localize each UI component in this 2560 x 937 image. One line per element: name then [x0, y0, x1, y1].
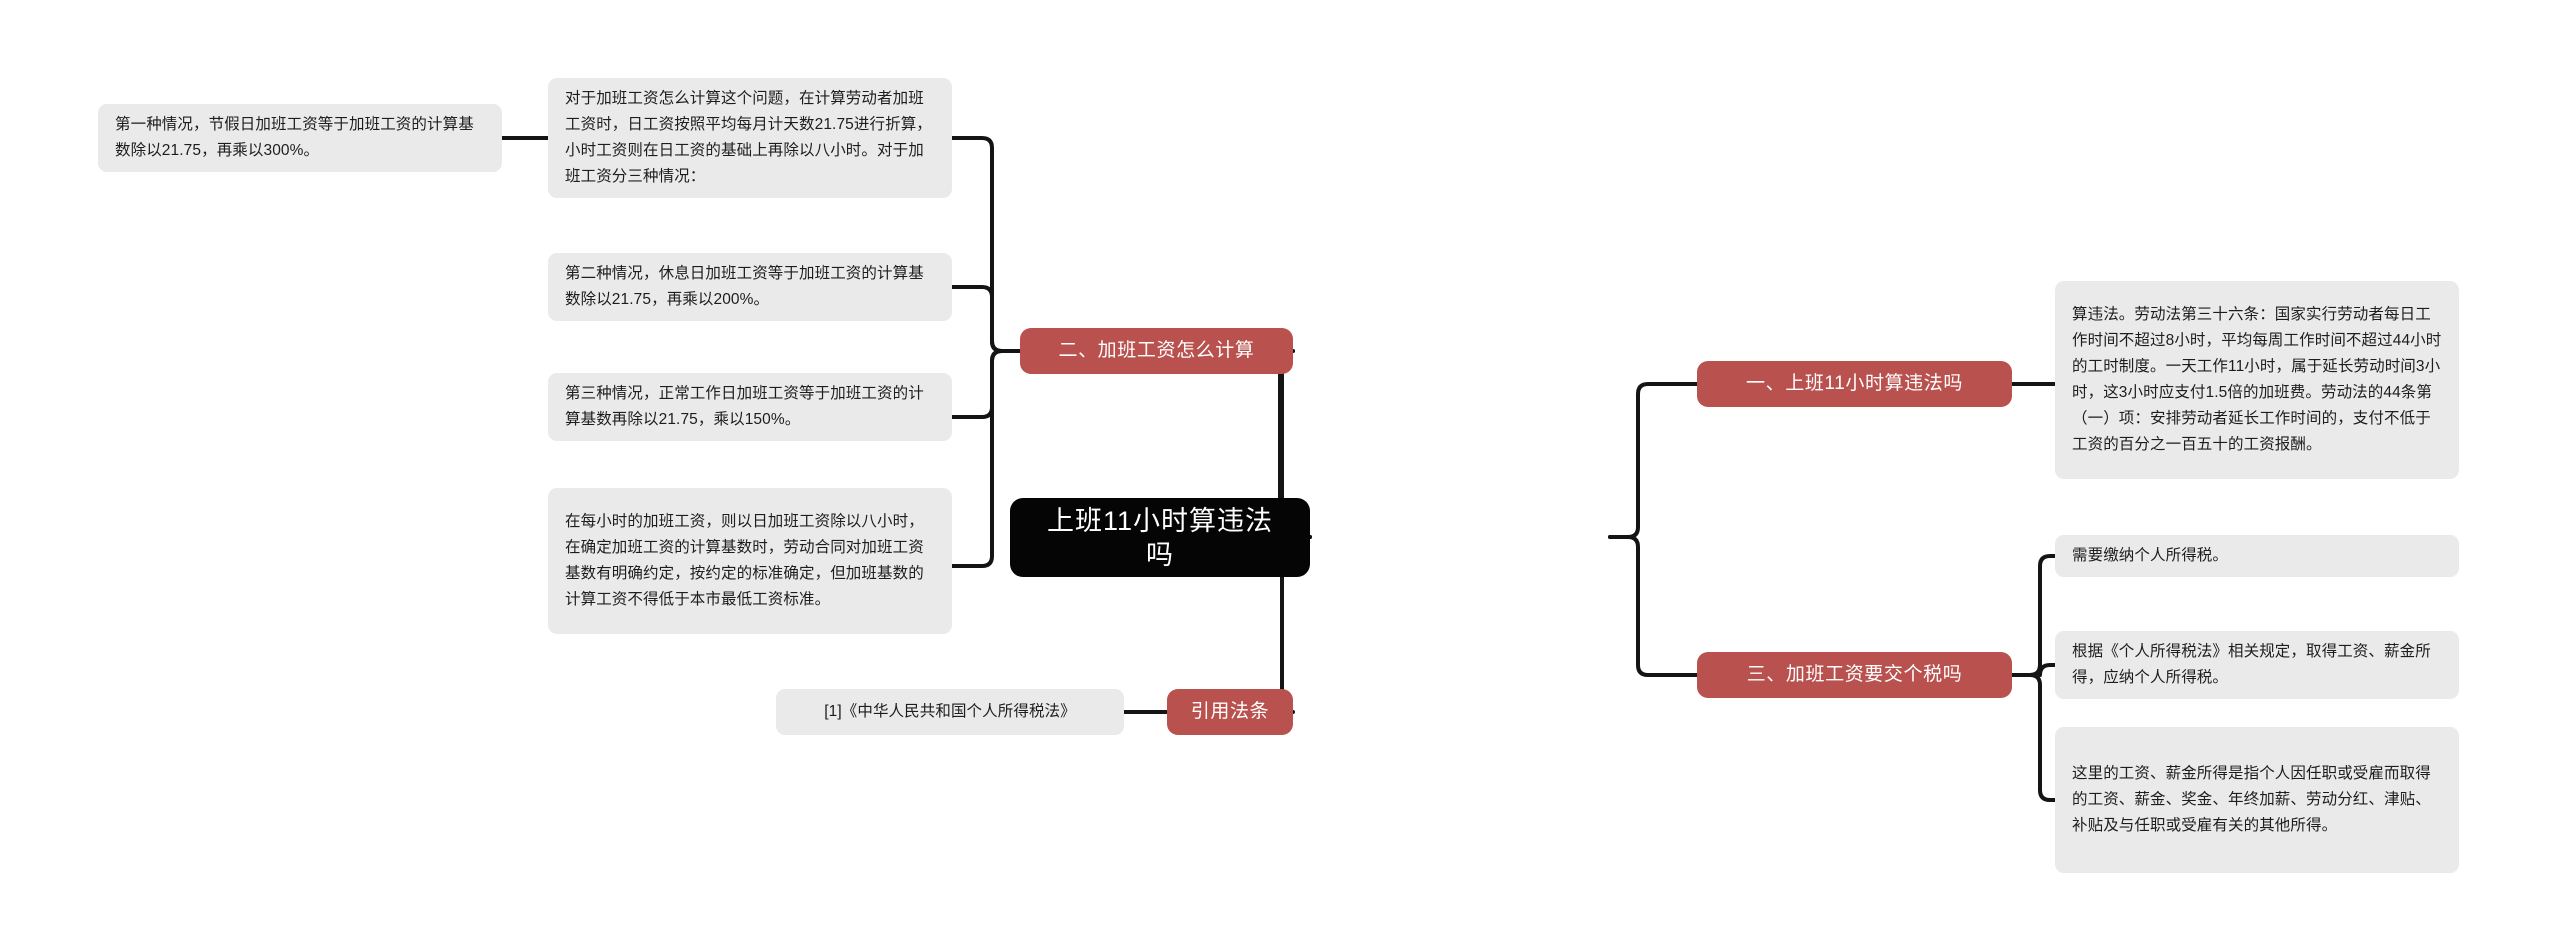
- leaf-case-three-text: 第三种情况，正常工作日加班工资等于加班工资的计算基数再除以21.75，乘以150…: [565, 385, 924, 428]
- leaf-case-one[interactable]: 第一种情况，节假日加班工资等于加班工资的计算基数除以21.75，再乘以300%。: [98, 104, 502, 172]
- link-root-to-overtime-tax: [1608, 535, 1699, 677]
- leaf-case-two[interactable]: 第二种情况，休息日加班工资等于加班工资的计算基数除以21.75，再乘以200%。: [548, 253, 952, 321]
- link-tax-to-required: [2010, 554, 2057, 677]
- leaf-hourly-base[interactable]: 在每小时的加班工资，则以日加班工资除以八小时，在确定加班工资的计算基数时，劳动合…: [548, 488, 952, 634]
- topic-citations-label: 引用法条: [1190, 701, 1270, 722]
- link-tax-to-law: [2010, 663, 2057, 677]
- leaf-citation-1[interactable]: [1]《中华人民共和国个人所得税法》: [776, 689, 1124, 735]
- topic-overtime-tax-label: 三、加班工资要交个税吗: [1746, 664, 1963, 685]
- link-tax-to-scope: [2010, 673, 2057, 802]
- leaf-hourly-base-text: 在每小时的加班工资，则以日加班工资除以八小时，在确定加班工资的计算基数时，劳动合…: [565, 513, 924, 608]
- root-node[interactable]: 上班11小时算违法吗: [1010, 498, 1310, 577]
- link-calc-to-intro: [950, 136, 1022, 353]
- leaf-calc-intro-text: 对于加班工资怎么计算这个问题，在计算劳动者加班工资时，日工资按照平均每月计天数2…: [565, 90, 932, 185]
- leaf-tax-scope-text: 这里的工资、薪金所得是指个人因任职或受雇而取得的工资、薪金、奖金、年终加薪、劳动…: [2072, 765, 2431, 834]
- leaf-tax-required-text: 需要缴纳个人所得税。: [2072, 547, 2229, 564]
- leaf-tax-law-text: 根据《个人所得税法》相关规定，取得工资、薪金所得，应纳个人所得税。: [2072, 643, 2431, 686]
- leaf-calc-intro[interactable]: 对于加班工资怎么计算这个问题，在计算劳动者加班工资时，日工资按照平均每月计天数2…: [548, 78, 952, 198]
- link-calc-to-case3: [950, 349, 1022, 419]
- topic-overtime-wage-calc-label: 二、加班工资怎么计算: [1058, 340, 1255, 361]
- leaf-case-three[interactable]: 第三种情况，正常工作日加班工资等于加班工资的计算基数再除以21.75，乘以150…: [548, 373, 952, 441]
- link-root-to-eleven-hours: [1608, 382, 1699, 539]
- leaf-tax-scope[interactable]: 这里的工资、薪金所得是指个人因任职或受雇而取得的工资、薪金、奖金、年终加薪、劳动…: [2055, 727, 2459, 873]
- leaf-case-one-text: 第一种情况，节假日加班工资等于加班工资的计算基数除以21.75，再乘以300%。: [115, 116, 474, 159]
- topic-overtime-tax[interactable]: 三、加班工资要交个税吗: [1697, 652, 2012, 698]
- topic-eleven-hours[interactable]: 一、上班11小时算违法吗: [1697, 361, 2012, 407]
- leaf-tax-required[interactable]: 需要缴纳个人所得税。: [2055, 535, 2459, 577]
- root-node-label: 上班11小时算违法吗: [1046, 505, 1274, 570]
- leaf-case-two-text: 第二种情况，休息日加班工资等于加班工资的计算基数除以21.75，再乘以200%。: [565, 265, 924, 308]
- leaf-illegal-detail-text: 算违法。劳动法第三十六条：国家实行劳动者每日工作时间不超过8小时，平均每周工作时…: [2072, 306, 2442, 453]
- leaf-citation-1-text: [1]《中华人民共和国个人所得税法》: [824, 703, 1076, 720]
- topic-eleven-hours-label: 一、上班11小时算违法吗: [1746, 373, 1963, 394]
- topic-overtime-wage-calc[interactable]: 二、加班工资怎么计算: [1020, 328, 1293, 374]
- leaf-illegal-detail[interactable]: 算违法。劳动法第三十六条：国家实行劳动者每日工作时间不超过8小时，平均每周工作时…: [2055, 281, 2459, 479]
- link-calc-to-case2: [950, 285, 1022, 353]
- leaf-tax-law[interactable]: 根据《个人所得税法》相关规定，取得工资、薪金所得，应纳个人所得税。: [2055, 631, 2459, 699]
- topic-citations[interactable]: 引用法条: [1167, 689, 1293, 735]
